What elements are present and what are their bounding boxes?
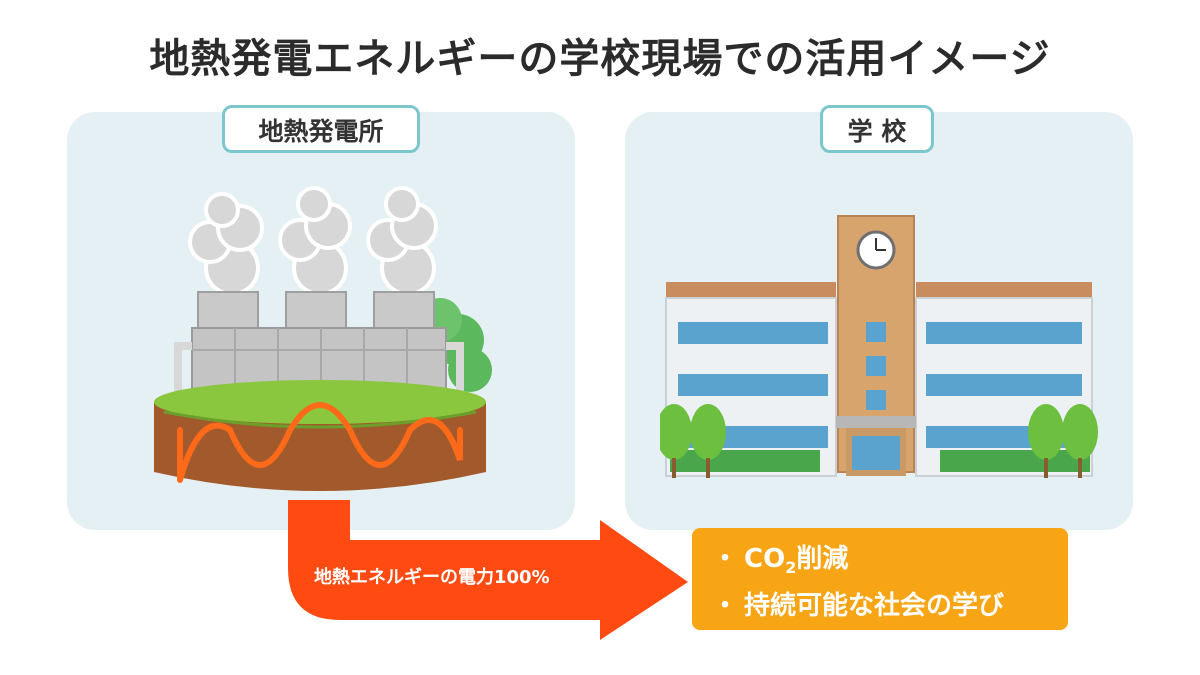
- geothermal-plant-icon: [154, 186, 492, 491]
- bullet: ・: [712, 591, 739, 622]
- flow-arrow-shape: [288, 500, 688, 640]
- earth-icon: [154, 380, 486, 491]
- learning-text: 持続可能な社会の学び: [744, 591, 1005, 622]
- clock-icon: [856, 230, 896, 270]
- tree-icon: [660, 404, 1098, 478]
- bullet: ・: [712, 544, 739, 574]
- school-label: 学 校: [820, 105, 934, 153]
- school-building-icon: [660, 215, 1098, 478]
- steam-icon: [188, 186, 438, 296]
- benefits-box: ・CO2削減 ・持続可能な社会の学び: [692, 528, 1068, 630]
- page-title: 地熱発電エネルギーの学校現場での活用イメージ: [149, 36, 1051, 82]
- windows-left-wing: [678, 322, 828, 448]
- benefit-learning: ・持続可能な社会の学び: [712, 587, 1068, 625]
- heat-wave-icon: [177, 402, 463, 483]
- benefit-co2: ・CO2削減: [712, 540, 1068, 587]
- chimney-icon: [197, 291, 435, 329]
- co2-subscript: 2: [785, 558, 797, 578]
- tower-windows: [866, 322, 886, 410]
- flow-arrow-label: 地熱エネルギーの電力100%: [314, 567, 550, 588]
- co2-text: CO: [744, 544, 786, 574]
- power-plant-label: 地熱発電所: [222, 105, 420, 153]
- reduction-text: 削減: [796, 544, 849, 574]
